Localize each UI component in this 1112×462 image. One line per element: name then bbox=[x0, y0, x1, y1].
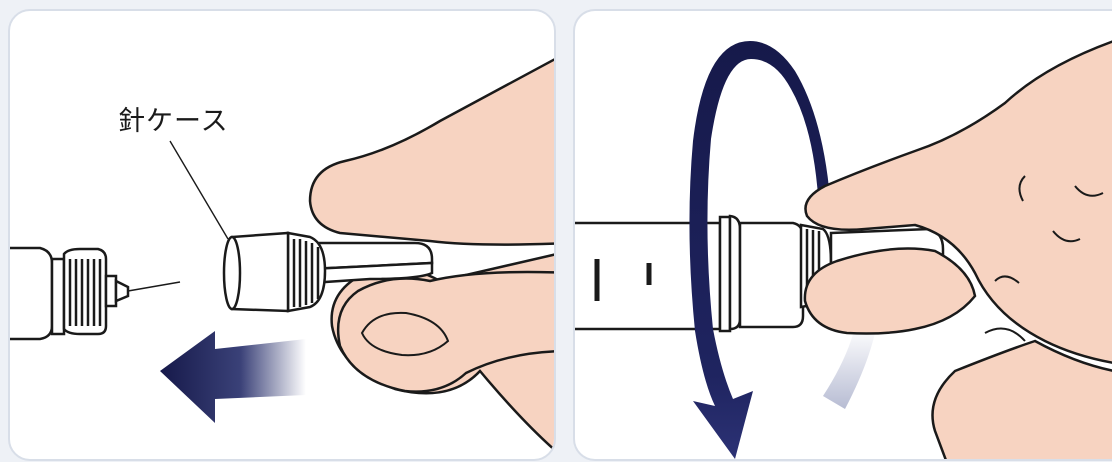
pen-body bbox=[10, 248, 180, 339]
step-panel-pull-off-case: 針ケース bbox=[8, 9, 556, 461]
pen-barrel bbox=[575, 216, 803, 331]
step-panel-twist-off bbox=[573, 9, 1112, 461]
twist-arrow-back-segment bbox=[823, 327, 875, 409]
twist-off-illustration bbox=[575, 11, 1112, 461]
needle-case-label: 針ケース bbox=[118, 99, 229, 138]
label-pointer-line bbox=[170, 141, 228, 239]
remove-arrow-left-icon bbox=[160, 331, 306, 423]
pull-off-case-illustration bbox=[10, 11, 556, 461]
